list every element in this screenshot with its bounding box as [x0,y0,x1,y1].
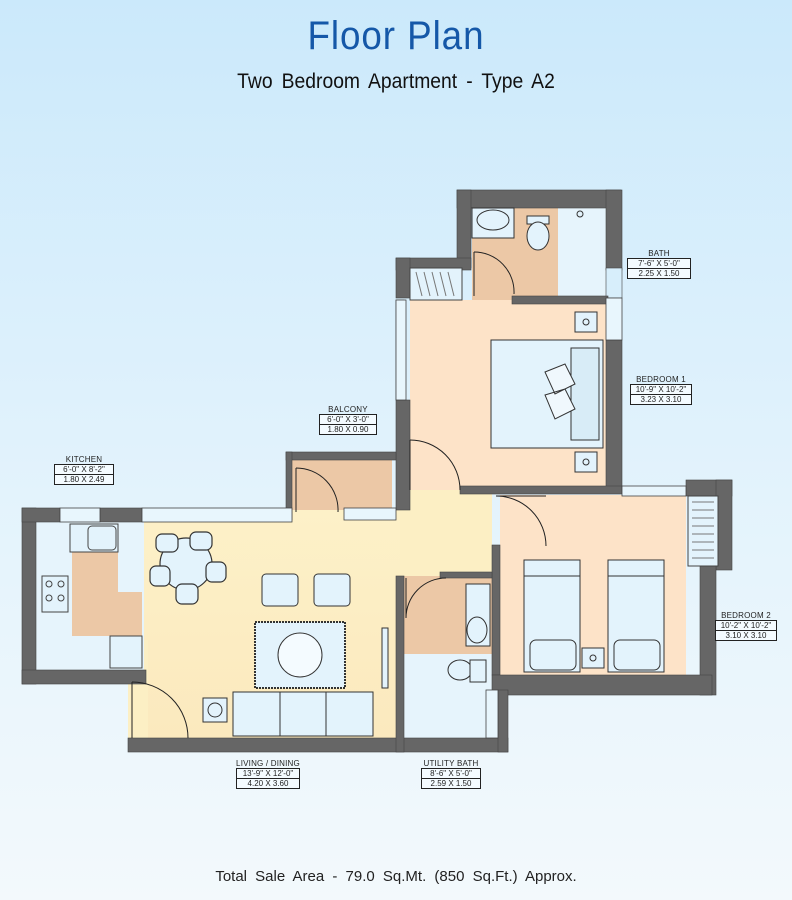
room-label-bedroom-1: BEDROOM 1 10'-9" X 10'-2" 3.23 X 3.10 [630,375,692,405]
room-label-bath: BATH 7'-6" X 5'-0" 2.25 X 1.50 [627,249,691,279]
room-dim-imperial: 10'-2" X 10'-2" [715,620,777,631]
room-name: BEDROOM 1 [636,375,686,384]
room-label-balcony: BALCONY 6'-0" X 3'-0" 1.80 X 0.90 [319,405,377,435]
room-label-kitchen: KITCHEN 6'-0" X 8'-2" 1.80 X 2.49 [54,455,114,485]
double-bed [490,311,604,473]
room-dim-imperial: 10'-9" X 10'-2" [630,384,692,395]
room-dim-metric: 1.80 X 2.49 [54,474,114,485]
room-name: BEDROOM 2 [721,611,771,620]
bath-fixtures [471,207,584,251]
room-name: LIVING / DINING [236,759,300,768]
room-name: UTILITY BATH [423,759,479,768]
room-dim-metric: 2.25 X 1.50 [627,268,691,279]
twin-beds [523,559,665,673]
living-furniture [202,573,389,737]
room-name: BATH [648,249,670,258]
page-subtitle: Two Bedroom Apartment - Type A2 [237,70,555,93]
room-label-living-dining: LIVING / DINING 13'-9" X 12'-0" 4.20 X 3… [236,759,300,789]
room-dim-metric: 1.80 X 0.90 [319,424,377,435]
room-label-bedroom-2: BEDROOM 2 10'-2" X 10'-2" 3.10 X 3.10 [715,611,777,641]
doors [131,251,547,739]
room-name: KITCHEN [65,455,103,464]
room-name: BALCONY [328,405,368,414]
room-dim-imperial: 13'-9" X 12'-0" [236,768,300,779]
dining-table [149,531,227,605]
utility-fixtures [447,583,491,683]
room-label-utility-bath: UTILITY BATH 8'-6" X 5'-0" 2.59 X 1.50 [421,759,481,789]
room-dim-metric: 3.10 X 3.10 [715,630,777,641]
kitchen-fixtures [41,523,143,669]
room-dim-imperial: 6'-0" X 3'-0" [319,414,377,425]
total-area-note: Total Sale Area - 79.0 Sq.Mt. (850 Sq.Ft… [215,868,577,885]
room-dim-metric: 4.20 X 3.60 [236,778,300,789]
room-dim-metric: 2.59 X 1.50 [421,778,481,789]
page-title: Floor Plan [307,14,485,58]
wardrobes [409,267,719,567]
windows [59,297,687,739]
room-dim-metric: 3.23 X 3.10 [630,394,692,405]
